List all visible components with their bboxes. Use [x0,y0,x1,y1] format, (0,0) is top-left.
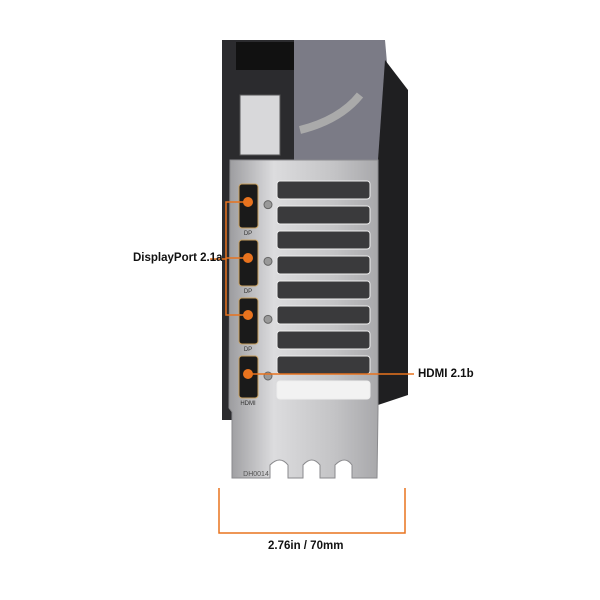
io-bracket [228,159,379,479]
displayport-label: DisplayPort 2.1a [133,252,223,264]
callout-dots [243,197,253,379]
vent-slot [276,180,371,200]
displayport-port [238,297,259,345]
vent-slots [276,180,371,400]
ports: DP DP DP HDMI DH0014 [238,183,273,478]
bracket-code: DH0014 [243,471,269,478]
vent-slot [276,330,371,350]
screw-icon [263,371,273,381]
port-marking: DP [244,347,252,353]
vent-slot [276,230,371,250]
vent-slot [276,380,371,400]
width-dimension-line [218,488,406,534]
width-label: 2.76in / 70mm [268,540,344,552]
port-marking: HDMI [240,401,256,407]
vent-slot [276,255,371,275]
vent-slot [276,205,371,225]
hdmi-label: HDMI 2.1b [418,368,474,380]
vent-slot [276,355,371,375]
vent-slot [276,305,371,325]
screw-icon [263,200,273,210]
port-marking: DP [244,289,252,295]
vent-slot [276,280,371,300]
screw-icon [263,256,273,266]
card-body [222,40,408,420]
port-marking: DP [244,231,252,237]
screw-icon [263,314,273,324]
displayport-port [238,239,259,287]
